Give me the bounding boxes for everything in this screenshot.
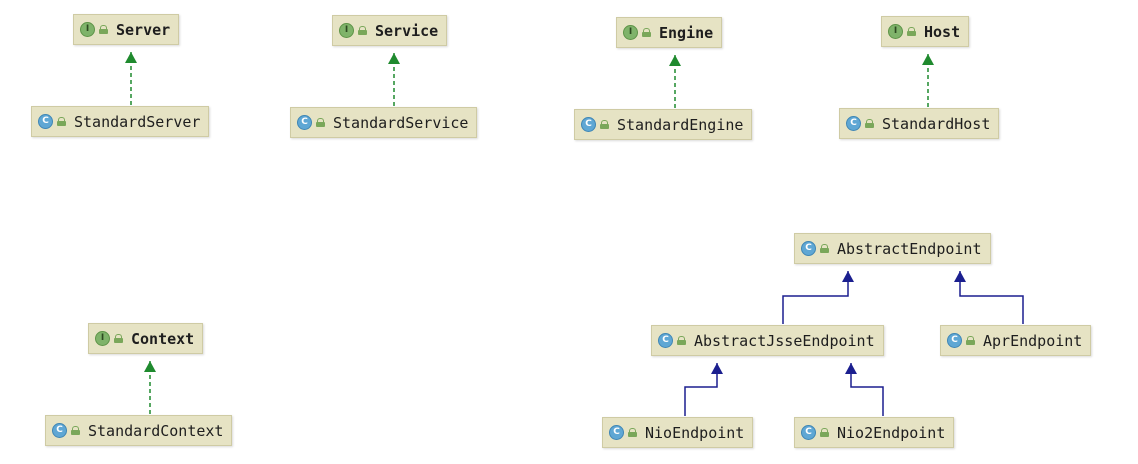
node-label: Service [375,21,439,40]
implements-arrowhead [125,52,137,63]
class-badge-icon: C [38,114,53,129]
extends-edge-line [959,271,1024,324]
node-label: Engine [659,23,714,42]
class-badge-icon: C [658,333,673,348]
lock-icon [316,118,325,127]
nio-endpoint-class-node[interactable]: C NioEndpoint [602,417,754,448]
lock-icon [966,336,975,345]
extends-edge-line [684,363,718,416]
implements-arrowhead [144,361,156,372]
server-interface-node[interactable]: I Server [73,14,180,45]
interface-badge-icon: I [339,23,354,38]
class-badge-icon: C [52,423,67,438]
lock-icon [600,120,609,129]
node-label: Context [131,329,195,348]
interface-badge-icon: I [80,22,95,37]
lock-icon [865,119,874,128]
node-label: Server [116,20,171,39]
extends-arrowhead [711,363,723,374]
engine-interface-node[interactable]: I Engine [616,17,723,48]
lock-icon [907,27,916,36]
interface-badge-icon: I [623,25,638,40]
implements-edges [125,52,934,414]
implements-arrowhead [669,55,681,66]
nio2-endpoint-class-node[interactable]: C Nio2Endpoint [794,417,955,448]
apr-endpoint-class-node[interactable]: C AprEndpoint [940,325,1092,356]
service-interface-node[interactable]: I Service [332,15,448,46]
context-interface-node[interactable]: I Context [88,323,204,354]
class-badge-icon: C [581,117,596,132]
class-badge-icon: C [846,116,861,131]
node-label: StandardHost [882,114,991,133]
lock-icon [628,428,637,437]
node-label: Host [924,22,961,41]
node-label: StandardContext [88,421,224,440]
class-badge-icon: C [801,241,816,256]
class-badge-icon: C [609,425,624,440]
lock-icon [642,28,651,37]
extends-arrowhead [954,271,966,282]
extends-arrowhead [845,363,857,374]
node-label: AbstractJsseEndpoint [694,331,875,350]
host-interface-node[interactable]: I Host [881,16,970,47]
implements-arrowhead [388,53,400,64]
node-label: StandardEngine [617,115,744,134]
node-label: AbstractEndpoint [837,239,982,258]
extends-edge-line [782,271,849,324]
class-badge-icon: C [801,425,816,440]
lock-icon [677,336,686,345]
extends-edge-line [850,363,884,416]
interface-badge-icon: I [95,331,110,346]
lock-icon [820,244,829,253]
interface-badge-icon: I [888,24,903,39]
node-label: NioEndpoint [645,423,745,442]
node-label: AprEndpoint [983,331,1083,350]
lock-icon [358,26,367,35]
lock-icon [71,426,80,435]
lock-icon [57,117,66,126]
extends-edges [684,271,1024,416]
class-badge-icon: C [297,115,312,130]
extends-arrowhead [842,271,854,282]
abstract-jsse-endpoint-class-node[interactable]: C AbstractJsseEndpoint [651,325,884,356]
standard-engine-class-node[interactable]: C StandardEngine [574,109,753,140]
lock-icon [820,428,829,437]
class-badge-icon: C [947,333,962,348]
standard-service-class-node[interactable]: C StandardService [290,107,478,138]
lock-icon [99,25,108,34]
node-label: StandardService [333,113,469,132]
standard-host-class-node[interactable]: C StandardHost [839,108,1000,139]
node-label: Nio2Endpoint [837,423,946,442]
lock-icon [114,334,123,343]
standard-context-class-node[interactable]: C StandardContext [45,415,233,446]
standard-server-class-node[interactable]: C StandardServer [31,106,210,137]
abstract-endpoint-class-node[interactable]: C AbstractEndpoint [794,233,991,264]
implements-arrowhead [922,54,934,65]
node-label: StandardServer [74,112,201,131]
